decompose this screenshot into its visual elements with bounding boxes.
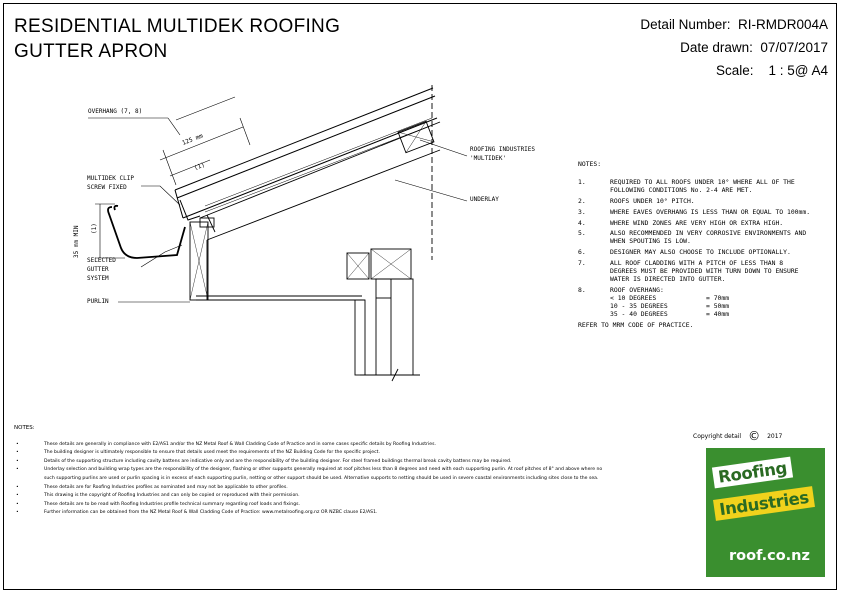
notes-bottom-header: NOTES:	[14, 425, 35, 431]
date-drawn: Date drawn: 07/07/2017	[680, 40, 828, 55]
notes-right-header: NOTES:	[578, 160, 602, 168]
label-roofing-1: ROOFING INDUSTRIES	[470, 146, 535, 153]
list-item: 2.ROOFS UNDER 10° PITCH.	[578, 196, 695, 205]
list-item: •These details are for Roofing Industrie…	[16, 484, 288, 490]
notes-right-list: 1.REQUIRED TO ALL ROOFS UNDER 10° WHERE …	[578, 177, 813, 319]
list-item: •This drawing is the copyright of Roofin…	[16, 493, 300, 499]
label-dim-1b: (1)	[91, 223, 98, 234]
overhang-row: 35 - 40 DEGREES= 40mm	[610, 309, 730, 318]
list-item: 1.REQUIRED TO ALL ROOFS UNDER 10° WHERE …	[578, 177, 795, 194]
logo-word-industries: Industries	[713, 486, 815, 521]
underlay	[204, 117, 433, 213]
list-item: •The building designer is ultimately res…	[16, 450, 380, 456]
fascia-board	[189, 221, 209, 301]
drawing-frame	[3, 3, 837, 590]
dimension-lines	[88, 96, 251, 259]
detail-number: Detail Number: RI-RMDR004A	[640, 17, 828, 32]
purlin	[397, 85, 435, 260]
list-item: 6.DESIGNER MAY ALSO CHOOSE TO INCLUDE OP…	[578, 248, 791, 257]
title-block: Detail Number: RI-RMDR004A Date drawn: 0…	[640, 13, 828, 82]
list-item: •Underlay selection and building wrap ty…	[16, 467, 603, 481]
label-clip-2: SCREW FIXED	[87, 184, 127, 191]
label-overhang: OVERHANG (7, 8)	[88, 108, 142, 115]
list-item: •These details are generally in complian…	[16, 441, 436, 447]
label-35mm-min: 35 mm MIN	[73, 225, 80, 258]
notes-bottom: NOTES: •These details are generally in c…	[14, 424, 604, 518]
scale: Scale: 1 : 5@ A4	[715, 63, 828, 78]
list-item: 5.ALSO RECOMMENDED IN VERY CORROSIVE ENV…	[578, 229, 807, 246]
notes-bottom-list: •These details are generally in complian…	[14, 441, 604, 518]
gutter	[107, 204, 186, 259]
label-roofing-2: 'MULTIDEK'	[470, 155, 506, 162]
logo-url: roof.co.nz	[729, 548, 810, 564]
label-gutter-2: GUTTER	[87, 266, 109, 273]
list-item: •These details are to be read with Roofi…	[16, 501, 300, 507]
label-dim-1a: (1)	[193, 161, 206, 171]
list-item: 7.ALL ROOF CLADDING WITH A PITCH OF LESS…	[578, 259, 799, 283]
multidek-clip	[199, 214, 216, 233]
drawing-title: RESIDENTIAL MULTIDEK ROOFING GUTTER APRO…	[14, 14, 340, 64]
roof-cladding-sheet	[174, 87, 438, 221]
list-item: •Details of the supporting structure inc…	[16, 458, 512, 464]
label-gutter-3: SYSTEM	[87, 275, 109, 282]
wall-framing	[346, 248, 420, 382]
soffit	[196, 295, 366, 376]
label-clip-1: MULTIDEK CLIP	[87, 175, 134, 182]
overhang-row: 10 - 35 DEGREES= 50mm	[610, 301, 730, 310]
list-item: 3.WHERE EAVES OVERHANG IS LESS THAN OR E…	[578, 207, 811, 216]
overhang-row: < 10 DEGREES= 70mm	[610, 293, 730, 302]
label-underlay: UNDERLAY	[470, 196, 499, 203]
label-125mm: 125 mm	[181, 132, 204, 146]
title-line-2: GUTTER APRON	[14, 41, 168, 62]
list-item: •Further information can be obtained fro…	[16, 510, 378, 516]
copyright-line: Copyright detail © 2017	[693, 429, 783, 443]
list-item: 8. ROOF OVERHANG: < 10 DEGREES= 70mm 10 …	[578, 286, 813, 319]
list-item: 4.WHERE WIND ZONES ARE VERY HIGH OR EXTR…	[578, 218, 784, 227]
logo-word-roofing: Roofing	[711, 456, 794, 489]
label-gutter-1: SELECTED	[87, 257, 116, 264]
notes-right: NOTES: 1.REQUIRED TO ALL ROOFS UNDER 10°…	[578, 160, 813, 329]
label-purlin: PURLIN	[87, 298, 109, 305]
copyright-icon: ©	[748, 429, 761, 443]
notes-right-footer: REFER TO MRM CODE OF PRACTICE.	[578, 320, 694, 329]
roofing-industries-logo: Roofing Industries roof.co.nz	[706, 448, 825, 577]
leader-lines	[118, 139, 468, 303]
title-line-1: RESIDENTIAL MULTIDEK ROOFING	[14, 16, 341, 37]
